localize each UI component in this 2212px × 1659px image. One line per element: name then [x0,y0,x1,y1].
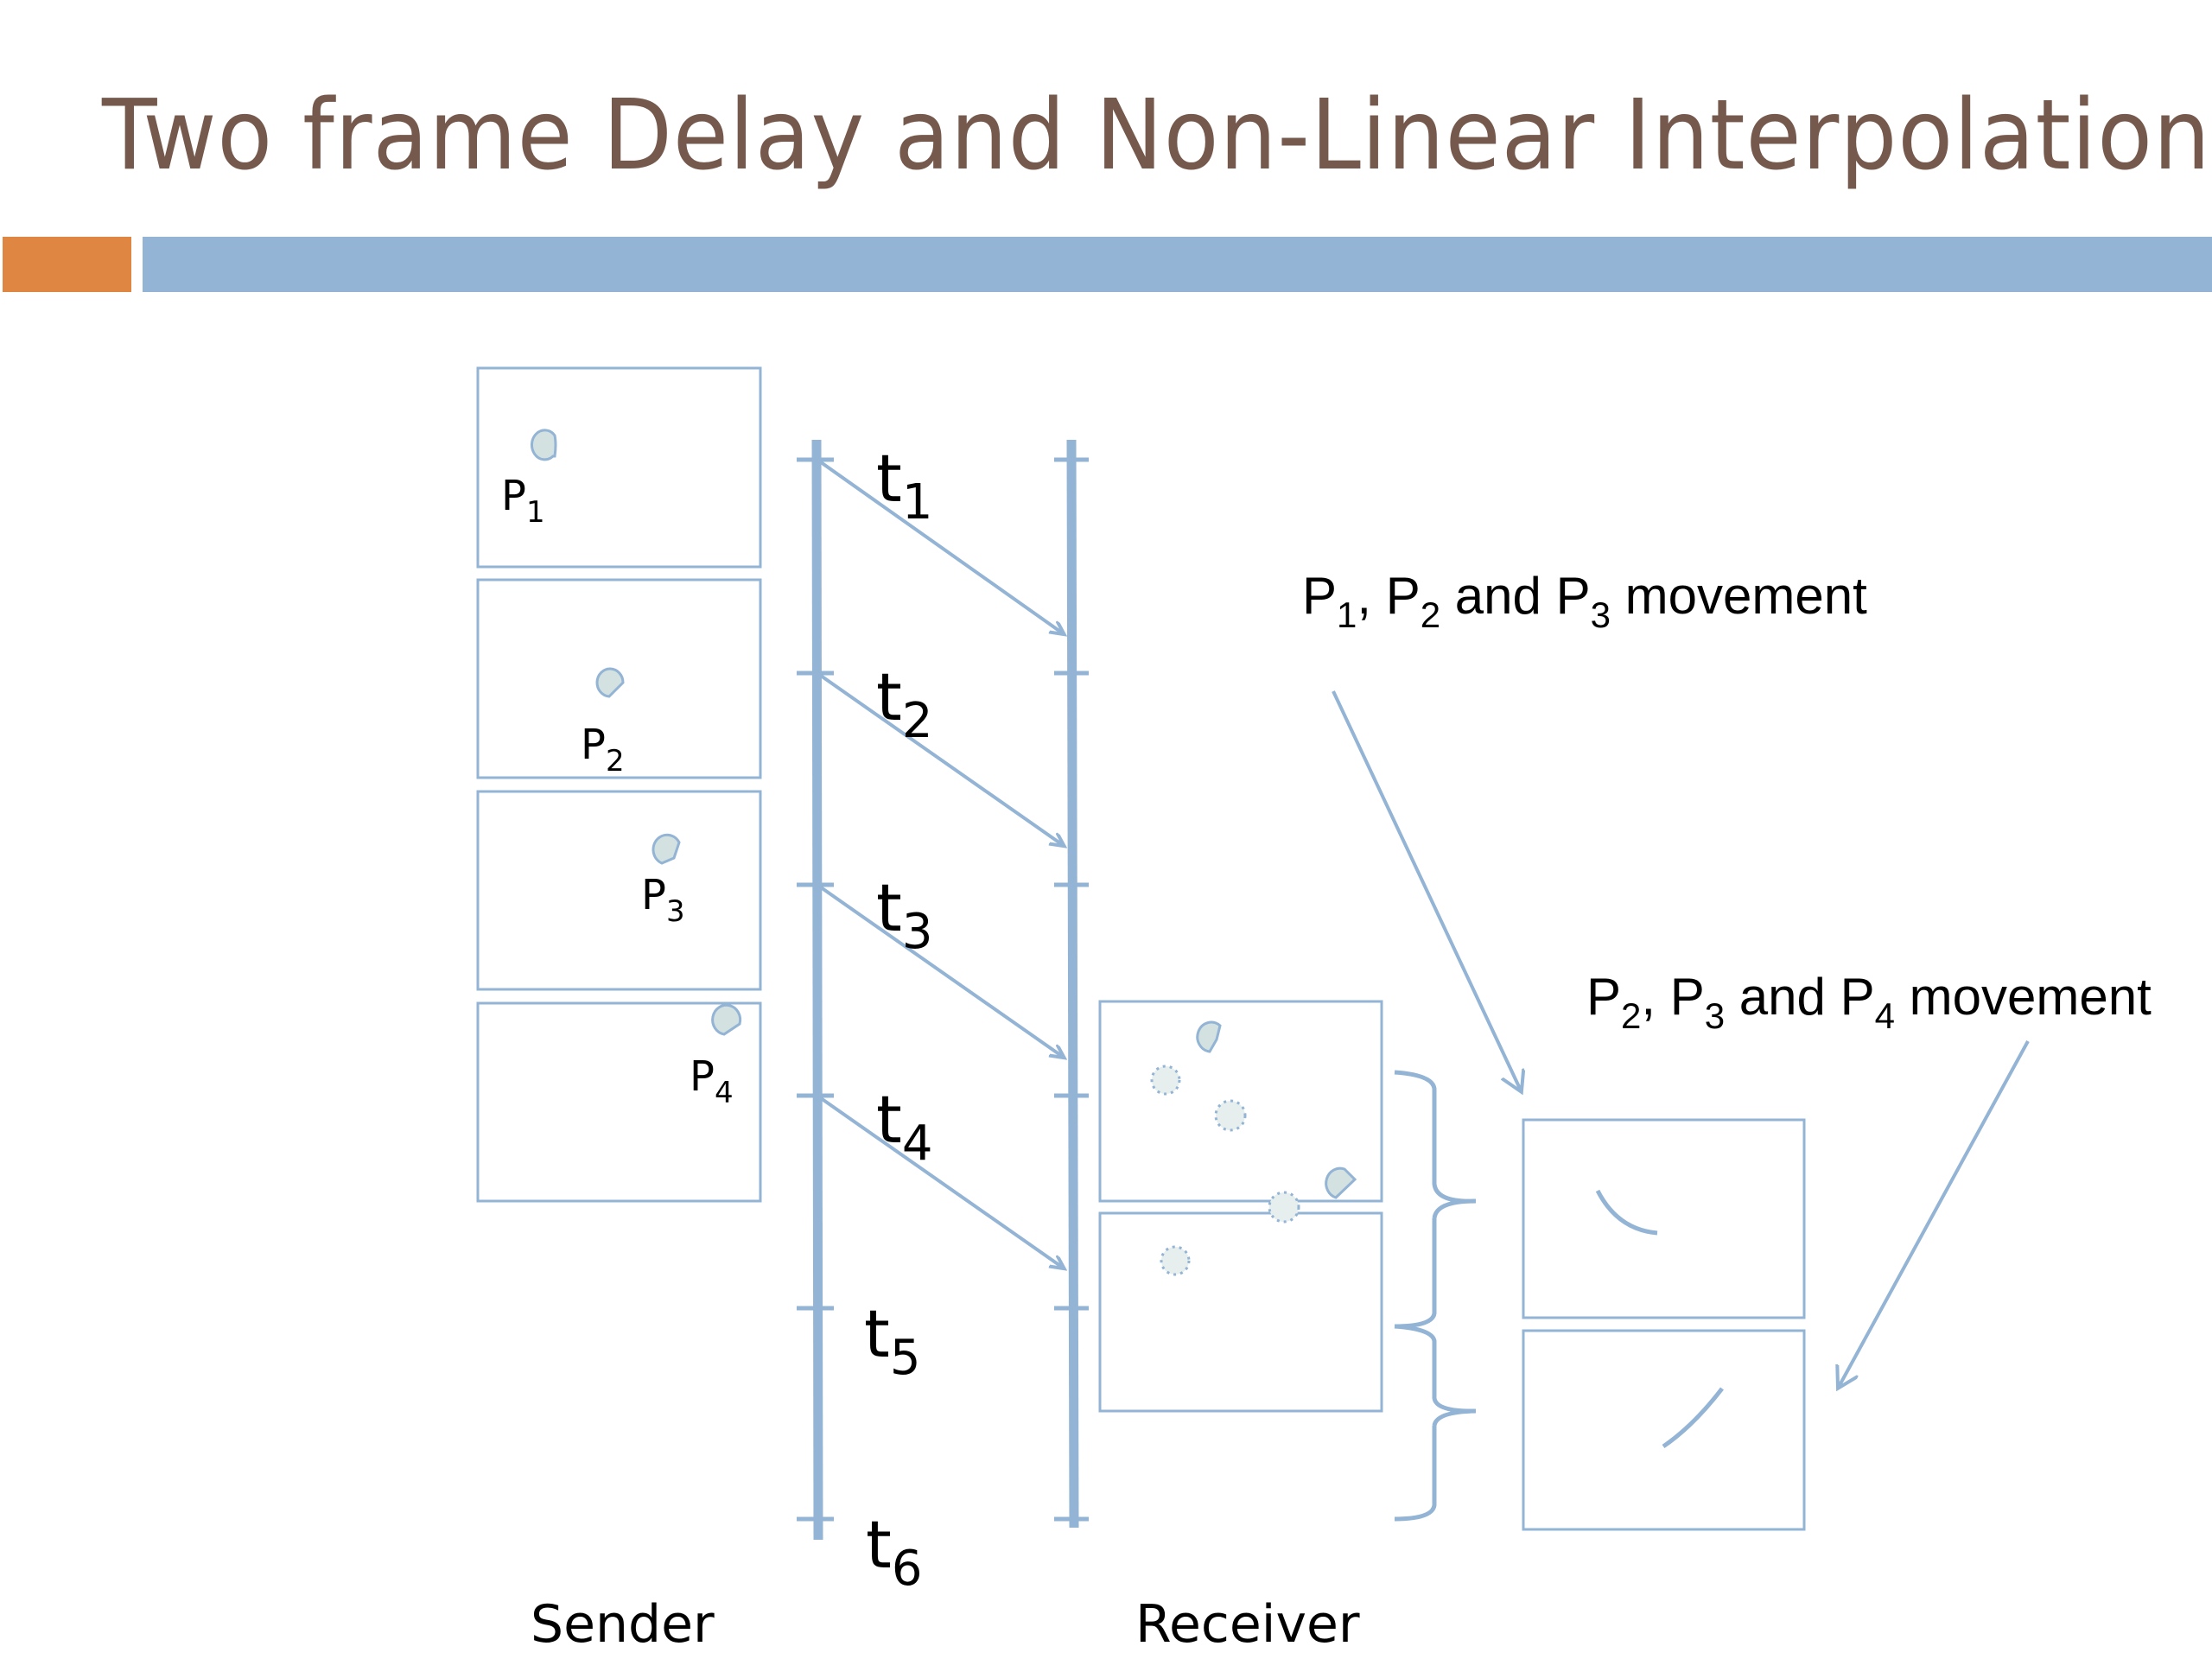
sender-frame-3 [476,790,762,991]
receiver-label: Receiver [1135,1594,1360,1655]
ghost-point-p2-icon [1160,1245,1191,1276]
current-point-p3-icon [1196,1020,1222,1053]
time-label-t6: t6 [866,1506,922,1597]
ghost-point-p2-icon [1214,1099,1247,1132]
point-p3-label: P3 [641,871,685,929]
point-p2-icon [595,667,625,698]
receiver-frame-2 [1098,1211,1383,1413]
interpolation-frame-1 [1522,1118,1806,1319]
transmission-arrows [819,461,1063,1268]
sender-label: Sender [531,1594,715,1655]
receiver-frame-1 [1098,1000,1383,1203]
annotation-arrows [1332,690,2030,1387]
interpolation-frame-2 [1522,1329,1806,1531]
slide-title: Two frame Delay and Non-Linear Interpola… [102,79,2211,192]
time-label-t3: t3 [876,869,932,960]
time-label-t5: t5 [864,1295,920,1386]
annotation-p2-p3-p4-movement: P2, P3 and P4 movement [1586,968,2152,1036]
transmission-arrow-4 [819,1096,1063,1268]
point-p3-icon [652,833,681,865]
point-p4-label: P4 [690,1052,734,1110]
title-accent-bar [3,237,131,292]
interpolation-frames [1522,1118,1806,1531]
annotation-arrow-2 [1839,1040,2030,1387]
brace-1 [1394,1070,1477,1329]
brace-2 [1394,1324,1477,1522]
title-underline-bar [143,237,2212,292]
grouping-braces [1394,1070,1477,1522]
time-label-t2: t2 [876,658,932,749]
sender-frames: P1 P2 P3 P4 [476,366,762,1203]
time-label-t4: t4 [876,1081,932,1172]
ghost-point-p3-icon [1268,1191,1300,1224]
ghost-point-p1-icon [1150,1065,1181,1096]
time-labels: t1 t2 t3 t4 t5 t6 [864,440,932,1597]
time-label-t1: t1 [876,440,932,531]
sender-frame-1 [476,366,762,569]
annotation-p1-p2-p3-movement: P1, P2 and P3 movement [1302,567,1867,635]
point-p1-icon [531,429,557,461]
point-p4-icon [711,1003,742,1036]
point-p1-label: P1 [501,472,545,530]
transmission-arrow-3 [819,886,1063,1057]
sender-frame-2 [476,578,762,779]
transmission-arrow-2 [819,674,1063,845]
interpolated-path-1 [1595,1189,1658,1236]
sender-frame-4 [476,1001,762,1203]
receiver-timeline [1054,439,1089,1529]
point-p2-label: P2 [581,721,625,779]
annotation-arrow-1 [1332,690,1521,1090]
interpolated-path-2 [1662,1387,1724,1449]
current-point-p4-icon [1325,1166,1357,1199]
transmission-arrow-1 [819,461,1063,633]
sender-timeline [797,439,834,1541]
receiver-frames [1098,1000,1383,1413]
